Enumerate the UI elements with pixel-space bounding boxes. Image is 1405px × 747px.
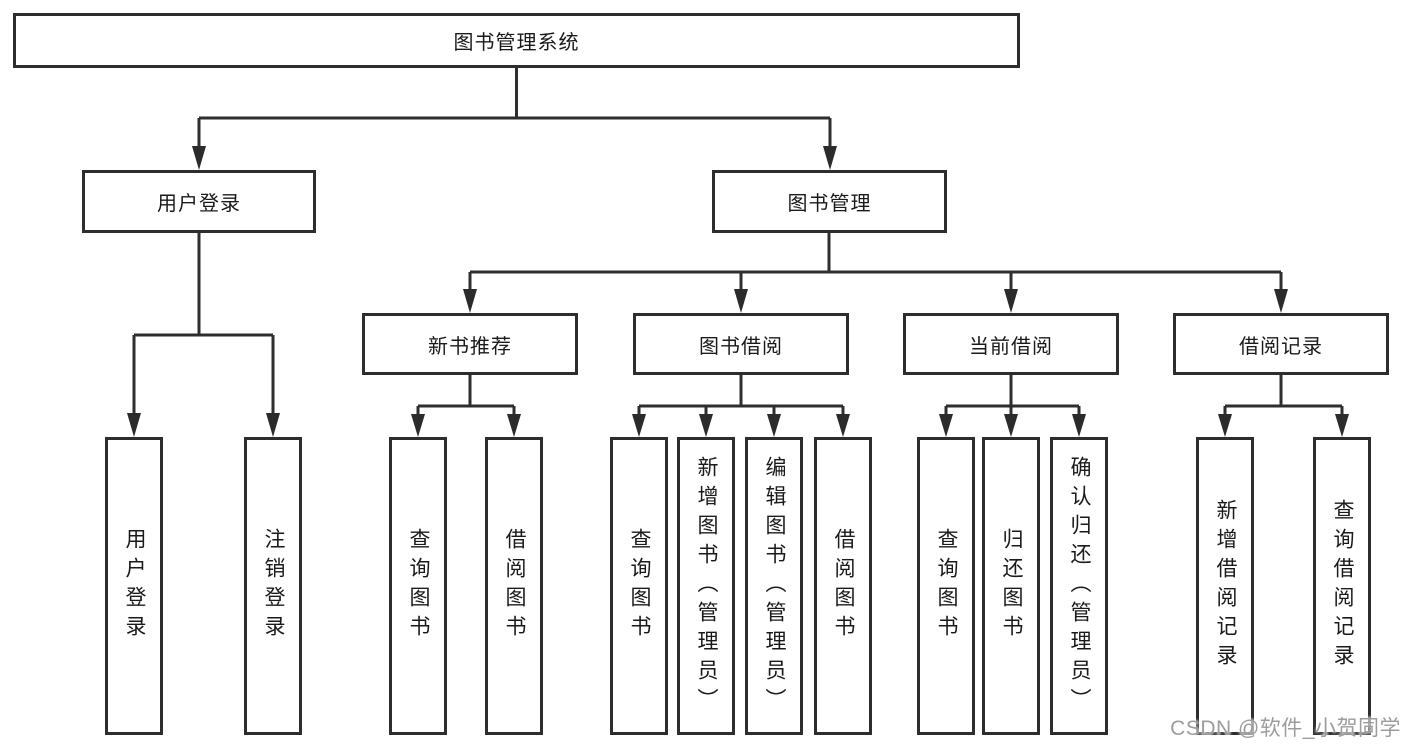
leaf-edit-books-admin-label: 编辑图书（管理员） <box>763 455 786 717</box>
arrowhead-icon <box>507 414 521 437</box>
arrowhead-icon <box>632 414 646 437</box>
arrowhead-icon <box>699 414 713 437</box>
leaf-logout: 注销登录 <box>244 437 302 735</box>
node-root-label: 图书管理系统 <box>453 32 580 54</box>
arrowhead-icon <box>1335 414 1349 437</box>
leaf-return-books: 归还图书 <box>982 437 1040 735</box>
connector-records-to-leaves <box>1218 375 1349 437</box>
leaf-borrow-query-books: 查询图书 <box>610 437 668 735</box>
node-borrow-records-label: 借阅记录 <box>1239 335 1323 358</box>
node-root: 图书管理系统 <box>13 13 1020 68</box>
connector-current-to-leaves <box>939 375 1086 437</box>
node-new-book-recommend-label: 新书推荐 <box>428 335 512 358</box>
leaf-newbook-borrow-books: 借阅图书 <box>485 437 543 735</box>
leaf-add-borrow-record-label: 新增借阅记录 <box>1214 499 1237 673</box>
leaf-logout-label: 注销登录 <box>262 528 285 644</box>
connector-management-to-level3 <box>463 233 1288 313</box>
leaf-borrow-borrow-books-label: 借阅图书 <box>832 528 855 644</box>
arrowhead-icon <box>463 289 477 313</box>
leaf-current-query-books-label: 查询图书 <box>935 528 958 644</box>
arrowhead-icon <box>127 413 141 437</box>
node-user-login: 用户登录 <box>82 170 316 233</box>
node-book-borrow: 图书借阅 <box>633 313 849 375</box>
arrowhead-icon <box>266 413 280 437</box>
leaf-edit-books-admin: 编辑图书（管理员） <box>745 437 803 735</box>
leaf-borrow-query-books-label: 查询图书 <box>628 528 651 644</box>
leaf-add-borrow-record: 新增借阅记录 <box>1196 437 1254 735</box>
node-current-borrow: 当前借阅 <box>903 313 1119 375</box>
arrowhead-icon <box>1072 414 1086 437</box>
node-book-management: 图书管理 <box>712 170 947 233</box>
node-book-borrow-label: 图书借阅 <box>699 335 783 358</box>
leaf-user-login-label: 用户登录 <box>123 528 146 644</box>
arrowhead-icon <box>1004 414 1018 437</box>
leaf-return-books-label: 归还图书 <box>1000 528 1023 644</box>
node-book-management-label: 图书管理 <box>787 193 872 215</box>
node-current-borrow-label: 当前借阅 <box>969 335 1053 358</box>
leaf-query-borrow-record: 查询借阅记录 <box>1313 437 1371 735</box>
node-user-login-label: 用户登录 <box>157 193 241 215</box>
arrowhead-icon <box>939 414 953 437</box>
leaf-add-books-admin: 新增图书（管理员） <box>677 437 735 735</box>
leaf-confirm-return-admin: 确认归还（管理员） <box>1050 437 1108 735</box>
leaf-query-borrow-record-label: 查询借阅记录 <box>1331 499 1354 673</box>
arrowhead-icon <box>836 414 850 437</box>
arrowhead-icon <box>823 146 837 170</box>
node-borrow-records: 借阅记录 <box>1173 313 1389 375</box>
leaf-newbook-query-books: 查询图书 <box>389 437 447 735</box>
leaf-current-query-books: 查询图书 <box>917 437 975 735</box>
arrowhead-icon <box>767 414 781 437</box>
arrowhead-icon <box>1218 414 1232 437</box>
leaf-confirm-return-admin-label: 确认归还（管理员） <box>1068 455 1091 717</box>
arrowhead-icon <box>1004 289 1018 313</box>
connector-root-to-level2 <box>192 68 837 170</box>
leaf-user-login: 用户登录 <box>105 437 163 735</box>
connector-newbook-to-leaves <box>411 375 521 437</box>
arrowhead-icon <box>192 146 206 170</box>
arrowhead-icon <box>411 414 425 437</box>
leaf-newbook-borrow-books-label: 借阅图书 <box>503 528 526 644</box>
connector-login-to-leaves <box>127 233 280 437</box>
arrowhead-icon <box>734 289 748 313</box>
leaf-newbook-query-books-label: 查询图书 <box>407 528 430 644</box>
leaf-borrow-borrow-books: 借阅图书 <box>814 437 872 735</box>
arrowhead-icon <box>1274 289 1288 313</box>
node-new-book-recommend: 新书推荐 <box>362 313 578 375</box>
leaf-add-books-admin-label: 新增图书（管理员） <box>695 455 718 717</box>
connector-borrow-to-leaves <box>632 375 850 437</box>
